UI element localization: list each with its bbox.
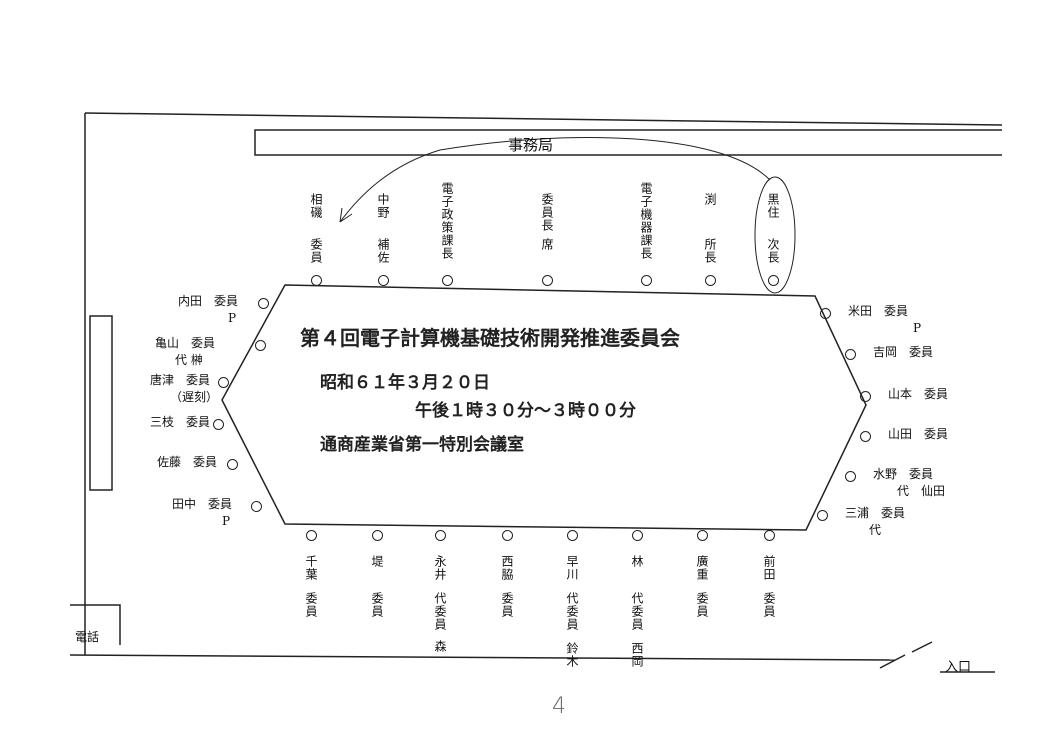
seat-note: 代 <box>869 523 882 537</box>
seat-label: 山本 委員 <box>888 387 949 401</box>
seat-circle <box>502 530 513 541</box>
seat-role: 代委員 <box>433 592 447 631</box>
seat-circle <box>435 530 446 541</box>
phone-box <box>70 604 121 645</box>
seat-circle <box>820 308 831 319</box>
seat-label: 佐藤 委員 <box>157 455 218 469</box>
seat-circle <box>258 298 269 309</box>
seat-role: 委員 <box>304 592 318 618</box>
seat-label: 山田 委員 <box>888 427 949 441</box>
seat-role: 委員 <box>370 592 384 618</box>
seat-role: 次長 <box>766 238 780 264</box>
room-wall-top <box>84 112 1003 126</box>
entrance-label: 入口 <box>945 660 972 675</box>
seat-role: 所長 <box>703 238 717 264</box>
office-box <box>254 129 1002 156</box>
room-wall-bottom <box>69 654 896 661</box>
seat-label: 田中 委員 <box>172 497 233 511</box>
seat-note: 西岡 <box>630 642 644 668</box>
seat-circle <box>251 501 262 512</box>
seat-circle <box>255 340 266 351</box>
seat-name: 電子機器課長 <box>639 182 653 260</box>
seat-name: 黒住 <box>766 193 780 219</box>
seat-name: 廣重 <box>695 555 709 581</box>
seat-circle <box>378 275 389 286</box>
conference-table <box>221 284 867 531</box>
seat-role: 委員 <box>309 238 323 264</box>
seat-name: 電子政策課長 <box>440 182 454 260</box>
seat-name: 堤 <box>370 555 384 568</box>
seat-circle <box>641 275 652 286</box>
seat-label: 米田 委員 <box>848 304 909 318</box>
seat-circle <box>768 275 779 286</box>
seat-circle <box>764 530 775 541</box>
seat-name: 委員長 <box>540 193 554 232</box>
seat-note: （遅刻） <box>170 390 219 404</box>
seat-note: P <box>913 321 922 335</box>
seat-role: 席 <box>540 238 554 251</box>
door-line <box>911 641 933 653</box>
seat-name: 相磯 <box>309 193 323 219</box>
seat-label: 吉岡 委員 <box>873 345 934 359</box>
meeting-title: 第４回電子計算機基礎技術開発推進委員会 <box>300 326 680 350</box>
seat-circle <box>697 530 708 541</box>
seat-circle <box>542 275 553 286</box>
phone-label: 電話 <box>75 630 100 644</box>
seat-role: 代委員 <box>565 592 579 631</box>
seat-note: P <box>222 514 231 528</box>
seat-note: 森 <box>433 640 447 653</box>
seat-circle <box>860 431 871 442</box>
seat-circle <box>845 349 856 360</box>
seat-role: 代委員 <box>630 592 644 631</box>
arrow-curve <box>339 137 771 223</box>
seat-role: 委員 <box>695 592 709 618</box>
seat-name: 西脇 <box>500 555 514 581</box>
meeting-place: 通商産業省第一特別会議室 <box>320 435 524 455</box>
seat-circle <box>442 275 453 286</box>
seat-role: 委員 <box>762 592 776 618</box>
seat-label: 三浦 委員 <box>845 506 906 520</box>
seat-circle <box>632 530 643 541</box>
seat-label: 唐津 委員 <box>150 373 211 387</box>
seat-circle <box>227 459 238 470</box>
seat-note: 代 榊 <box>175 353 203 367</box>
seat-circle <box>213 419 224 430</box>
seat-circle <box>218 377 229 388</box>
seat-name: 渕 <box>703 193 717 206</box>
seat-circle <box>372 530 383 541</box>
seat-name: 千葉 <box>304 555 318 581</box>
seat-name: 林 <box>630 555 644 568</box>
page-number: 4 <box>552 694 566 719</box>
circle-annotation <box>754 176 796 294</box>
seat-role: 補佐 <box>376 238 390 264</box>
seat-circle <box>817 510 828 521</box>
seat-role: 委員 <box>500 592 514 618</box>
seat-note: 鈴木 <box>565 642 579 668</box>
seat-name: 早川 <box>565 555 579 581</box>
seat-circle <box>311 275 322 286</box>
seat-name: 中野 <box>376 193 390 219</box>
seat-note: P <box>228 311 237 325</box>
seat-note: 代 仙田 <box>897 484 946 498</box>
seat-circle <box>306 530 317 541</box>
seat-label: 水野 委員 <box>873 467 934 481</box>
meeting-date: 昭和６１年３月２０日 <box>320 373 490 393</box>
arrow-head <box>339 207 353 223</box>
seat-label: 三枝 委員 <box>150 415 211 429</box>
seat-label: 亀山 委員 <box>155 336 216 350</box>
seat-label: 内田 委員 <box>178 294 239 308</box>
seat-name: 永井 <box>433 555 447 581</box>
meeting-time: 午後１時３０分～３時００分 <box>415 401 636 421</box>
seat-circle <box>845 471 856 482</box>
seat-circle <box>860 391 871 402</box>
door-line <box>879 654 906 669</box>
office-label: 事務局 <box>508 136 554 154</box>
seat-circle <box>567 530 578 541</box>
seat-name: 前田 <box>762 555 776 581</box>
seat-circle <box>705 275 716 286</box>
side-table <box>89 315 113 491</box>
